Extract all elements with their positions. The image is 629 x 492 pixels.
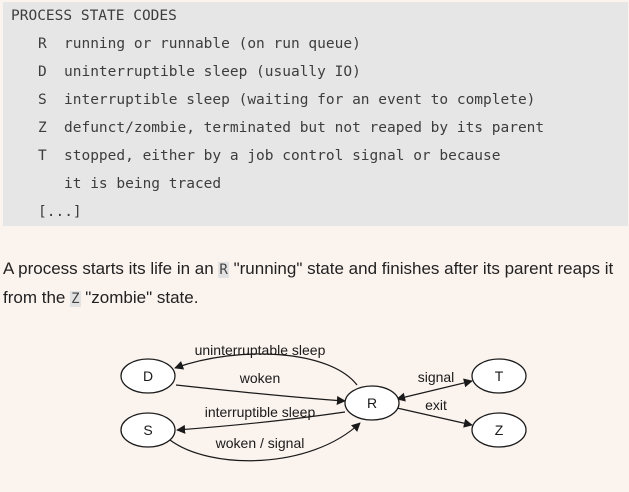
node-d — [120, 358, 176, 394]
edge-r-to-d — [174, 353, 358, 386]
state-desc-d: uninterruptible sleep (usually IO) — [64, 64, 361, 80]
edge-label-uninterruptable-sleep: uninterruptable sleep — [195, 342, 326, 358]
para-text-1: A process starts its life in an — [3, 259, 219, 278]
code-block: PROCESS STATE CODES R running or runnabl… — [3, 2, 628, 226]
edge-r-t — [396, 378, 473, 402]
para-text-2: "running" state and finishes after its p… — [3, 259, 614, 307]
node-s — [120, 412, 176, 448]
edge-label-exit: exit — [425, 397, 447, 413]
edge-label-signal: signal — [418, 369, 455, 385]
edge-d-to-r — [175, 384, 346, 405]
node-s-label: S — [143, 422, 152, 438]
state-desc-r: running or runnable (on run queue) — [64, 36, 361, 52]
code-ellipsis: [...] — [38, 204, 82, 220]
node-z — [471, 412, 527, 448]
state-desc-t: stopped, either by a job control signal … — [64, 148, 501, 164]
state-code-r: R — [38, 36, 47, 52]
state-diagram: D S R T Z uninterruptable sleep woken in… — [120, 342, 527, 462]
state-code-d: D — [38, 64, 47, 80]
state-code-t: T — [38, 148, 47, 164]
edge-r-to-s — [176, 411, 346, 434]
edge-label-interruptible-sleep: interruptible sleep — [205, 404, 316, 420]
state-desc-t-continuation: it is being traced — [64, 176, 222, 192]
intro-paragraph: A process starts its life in an R "runni… — [3, 255, 623, 313]
state-desc-z: defunct/zombie, terminated but not reape… — [64, 120, 545, 136]
para-text-3: "zombie" state. — [80, 288, 199, 307]
inline-code-z: Z — [70, 291, 81, 307]
node-r — [344, 385, 400, 421]
node-z-label: Z — [495, 422, 504, 438]
state-code-s: S — [38, 92, 47, 108]
inline-code-r: R — [218, 262, 229, 278]
state-code-z: Z — [38, 120, 47, 136]
node-r-label: R — [367, 395, 377, 411]
edge-s-to-r — [169, 422, 361, 462]
code-block-header: PROCESS STATE CODES — [11, 8, 177, 24]
state-desc-s: interruptible sleep (waiting for an even… — [64, 92, 536, 108]
edge-label-woken-signal: woken / signal — [215, 435, 305, 451]
node-t — [471, 358, 527, 394]
node-t-label: T — [495, 368, 504, 384]
node-d-label: D — [143, 368, 153, 384]
edge-label-woken: woken — [239, 370, 280, 386]
edge-r-to-z — [396, 407, 473, 428]
